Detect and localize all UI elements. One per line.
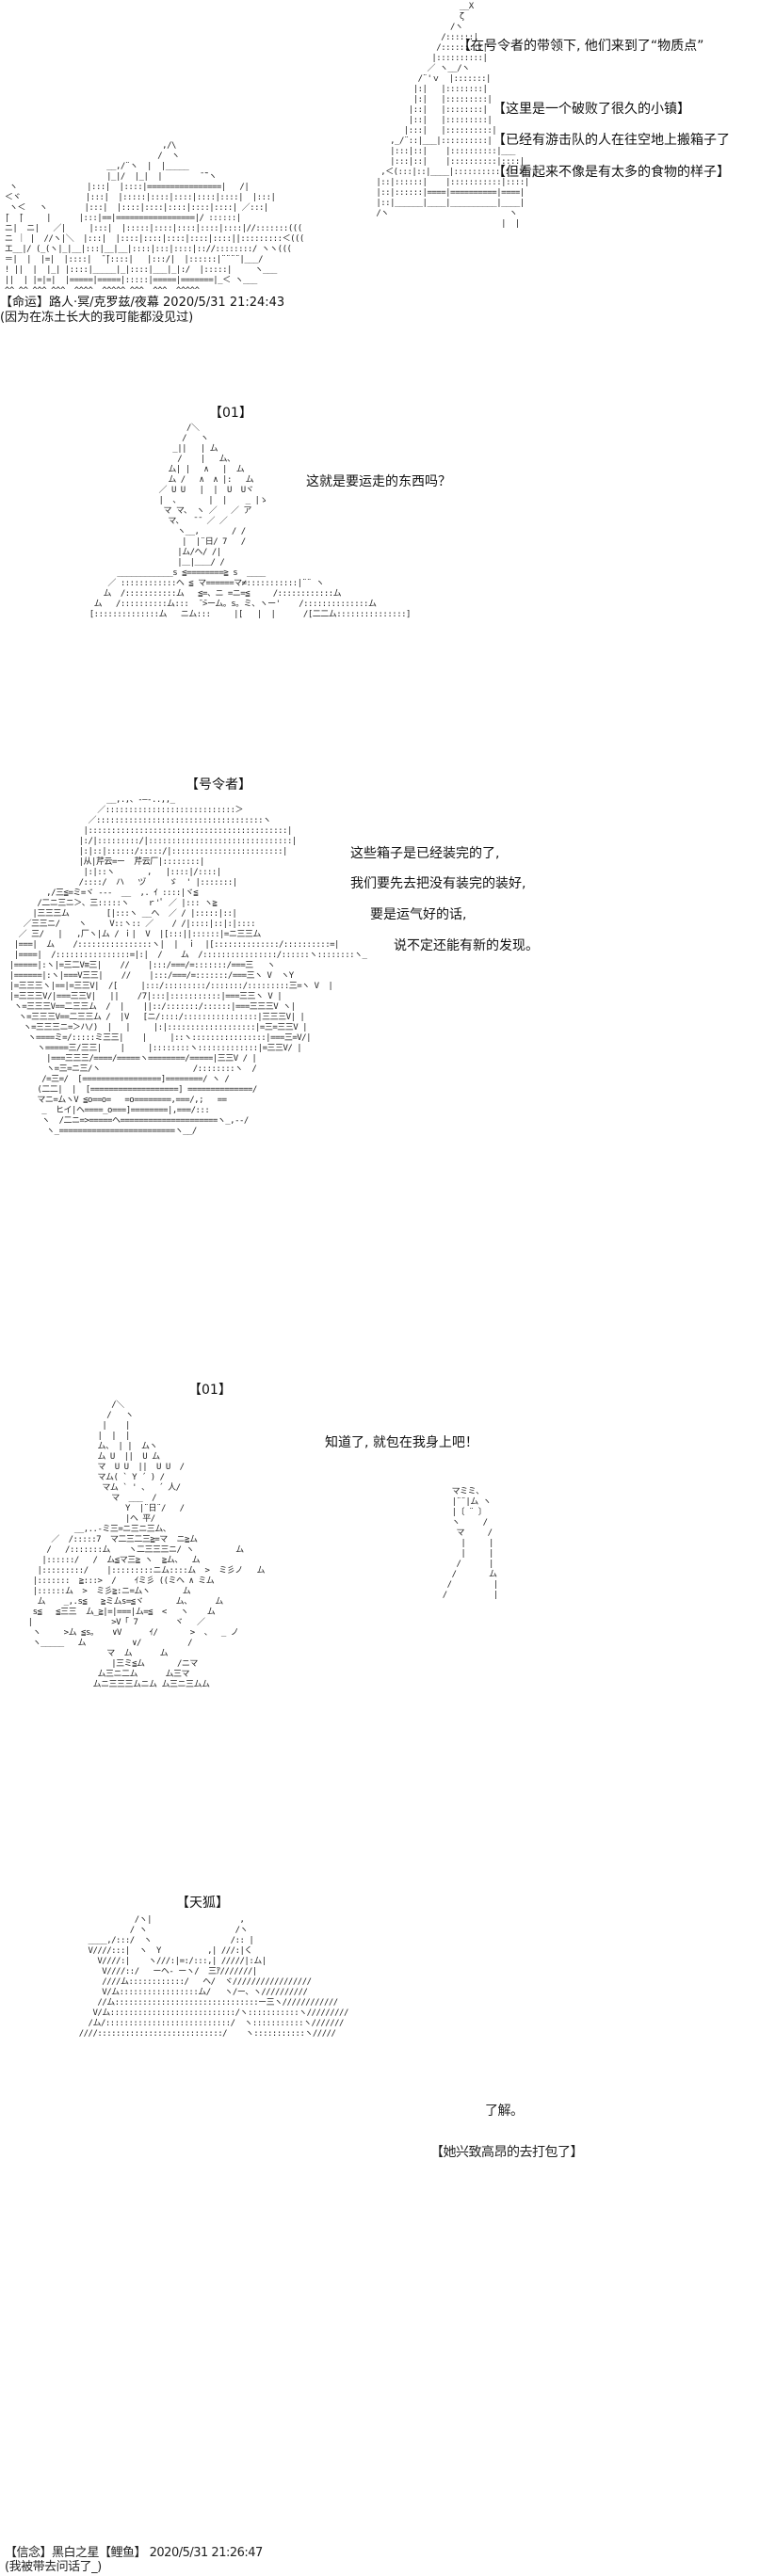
speaker-tag-01-second: 【01】 <box>188 1383 232 1398</box>
post-meta-2-note: (我被带去问话了_) <box>5 2560 102 2574</box>
panel-tenko: 【天狐】 /ヽ| , / ヽ /ヽ ____,/:::/ ヽ /:: | V//… <box>0 1882 776 2574</box>
speech-tenko-ok: 了解。 <box>485 2104 524 2119</box>
post-meta-1-note: (因为在冻土长大的我可能都没见过) <box>0 311 194 325</box>
panel-01-agree: 【01】 /＼ / ヽ | | | | | ム、 | | ムヽ ム U || U… <box>0 1374 776 1882</box>
speaker-tag-tenko: 【天狐】 <box>176 1896 229 1911</box>
ascii-art-town-right: __X ζ /ヽ /::::::| /:::::::::| |:::::::::… <box>376 2 529 229</box>
narration-line-4: 【但看起来不像是有太多的食物的样子】 <box>493 165 730 180</box>
panel-01-question: 【01】 /＼ / ヽ _|| | ム / | ム、 ム| | ∧ | ム ム … <box>0 320 776 725</box>
ascii-art-commander: __,.,、-―-..,,_ ／::::::::::::::::::::::::… <box>8 795 367 1136</box>
ascii-art-01-standing: /＼ / ヽ _|| | ム / | ム、 ム| | ∧ | ム ム / ∧ ∧… <box>89 424 412 619</box>
speech-01-question: 这就是要运走的东西吗？ <box>306 474 451 489</box>
panel-commander: 【号令者】 __,.,、-―-..,,_ ／::::::::::::::::::… <box>0 725 776 1374</box>
ascii-art-raised-fist: マミミ、 |¨¨|ム ヽ |〔 ¨ 〕 ヽ / マ / | | | | / | … <box>442 1487 499 1600</box>
narration-line-2: 【这里是一个破败了很久的小镇】 <box>493 102 690 117</box>
speech-01-agree: 知道了, 就包在我身上吧！ <box>325 1435 478 1450</box>
speech-commander-2: 我们要先去把没有装完的装好, <box>350 876 526 891</box>
ascii-art-tenko: /ヽ| , / ヽ /ヽ ____,/:::/ ヽ /:: | V////:::… <box>5 1915 584 2574</box>
narration-line-3: 【已经有游击队的人在往空地上搬箱子了 <box>493 133 730 148</box>
post-meta-1: 【命运】路人·冥/克罗兹/夜幕 2020/5/31 21:24:43 <box>0 296 285 310</box>
speech-commander-1: 这些箱子是已经装完的了, <box>350 846 500 861</box>
speech-commander-4: 说不定还能有新的发现。 <box>394 938 539 953</box>
panel-town: ,/\ / ヽ __,/¨ヽ | |_____ |_|/ |_| | ̄ ̄¨ヽ… <box>0 0 776 325</box>
ascii-art-01-flex: /＼ / ヽ | | | | | ム、 | | ムヽ ム U || U ム マ … <box>27 1400 266 1689</box>
speaker-tag-commander: 【号令者】 <box>186 777 251 792</box>
ascii-art-town-left: ,/\ / ヽ __,/¨ヽ | |_____ |_|/ |_| | ̄ ̄¨ヽ… <box>0 141 304 296</box>
narration-tenko: 【她兴致高昂的去打包了】 <box>430 2145 584 2160</box>
speaker-tag-01: 【01】 <box>209 406 252 421</box>
narration-line-1: 【在号令者的带领下, 他们来到了“物质点” <box>458 39 704 54</box>
speech-commander-3: 要是运气好的话, <box>370 907 467 922</box>
